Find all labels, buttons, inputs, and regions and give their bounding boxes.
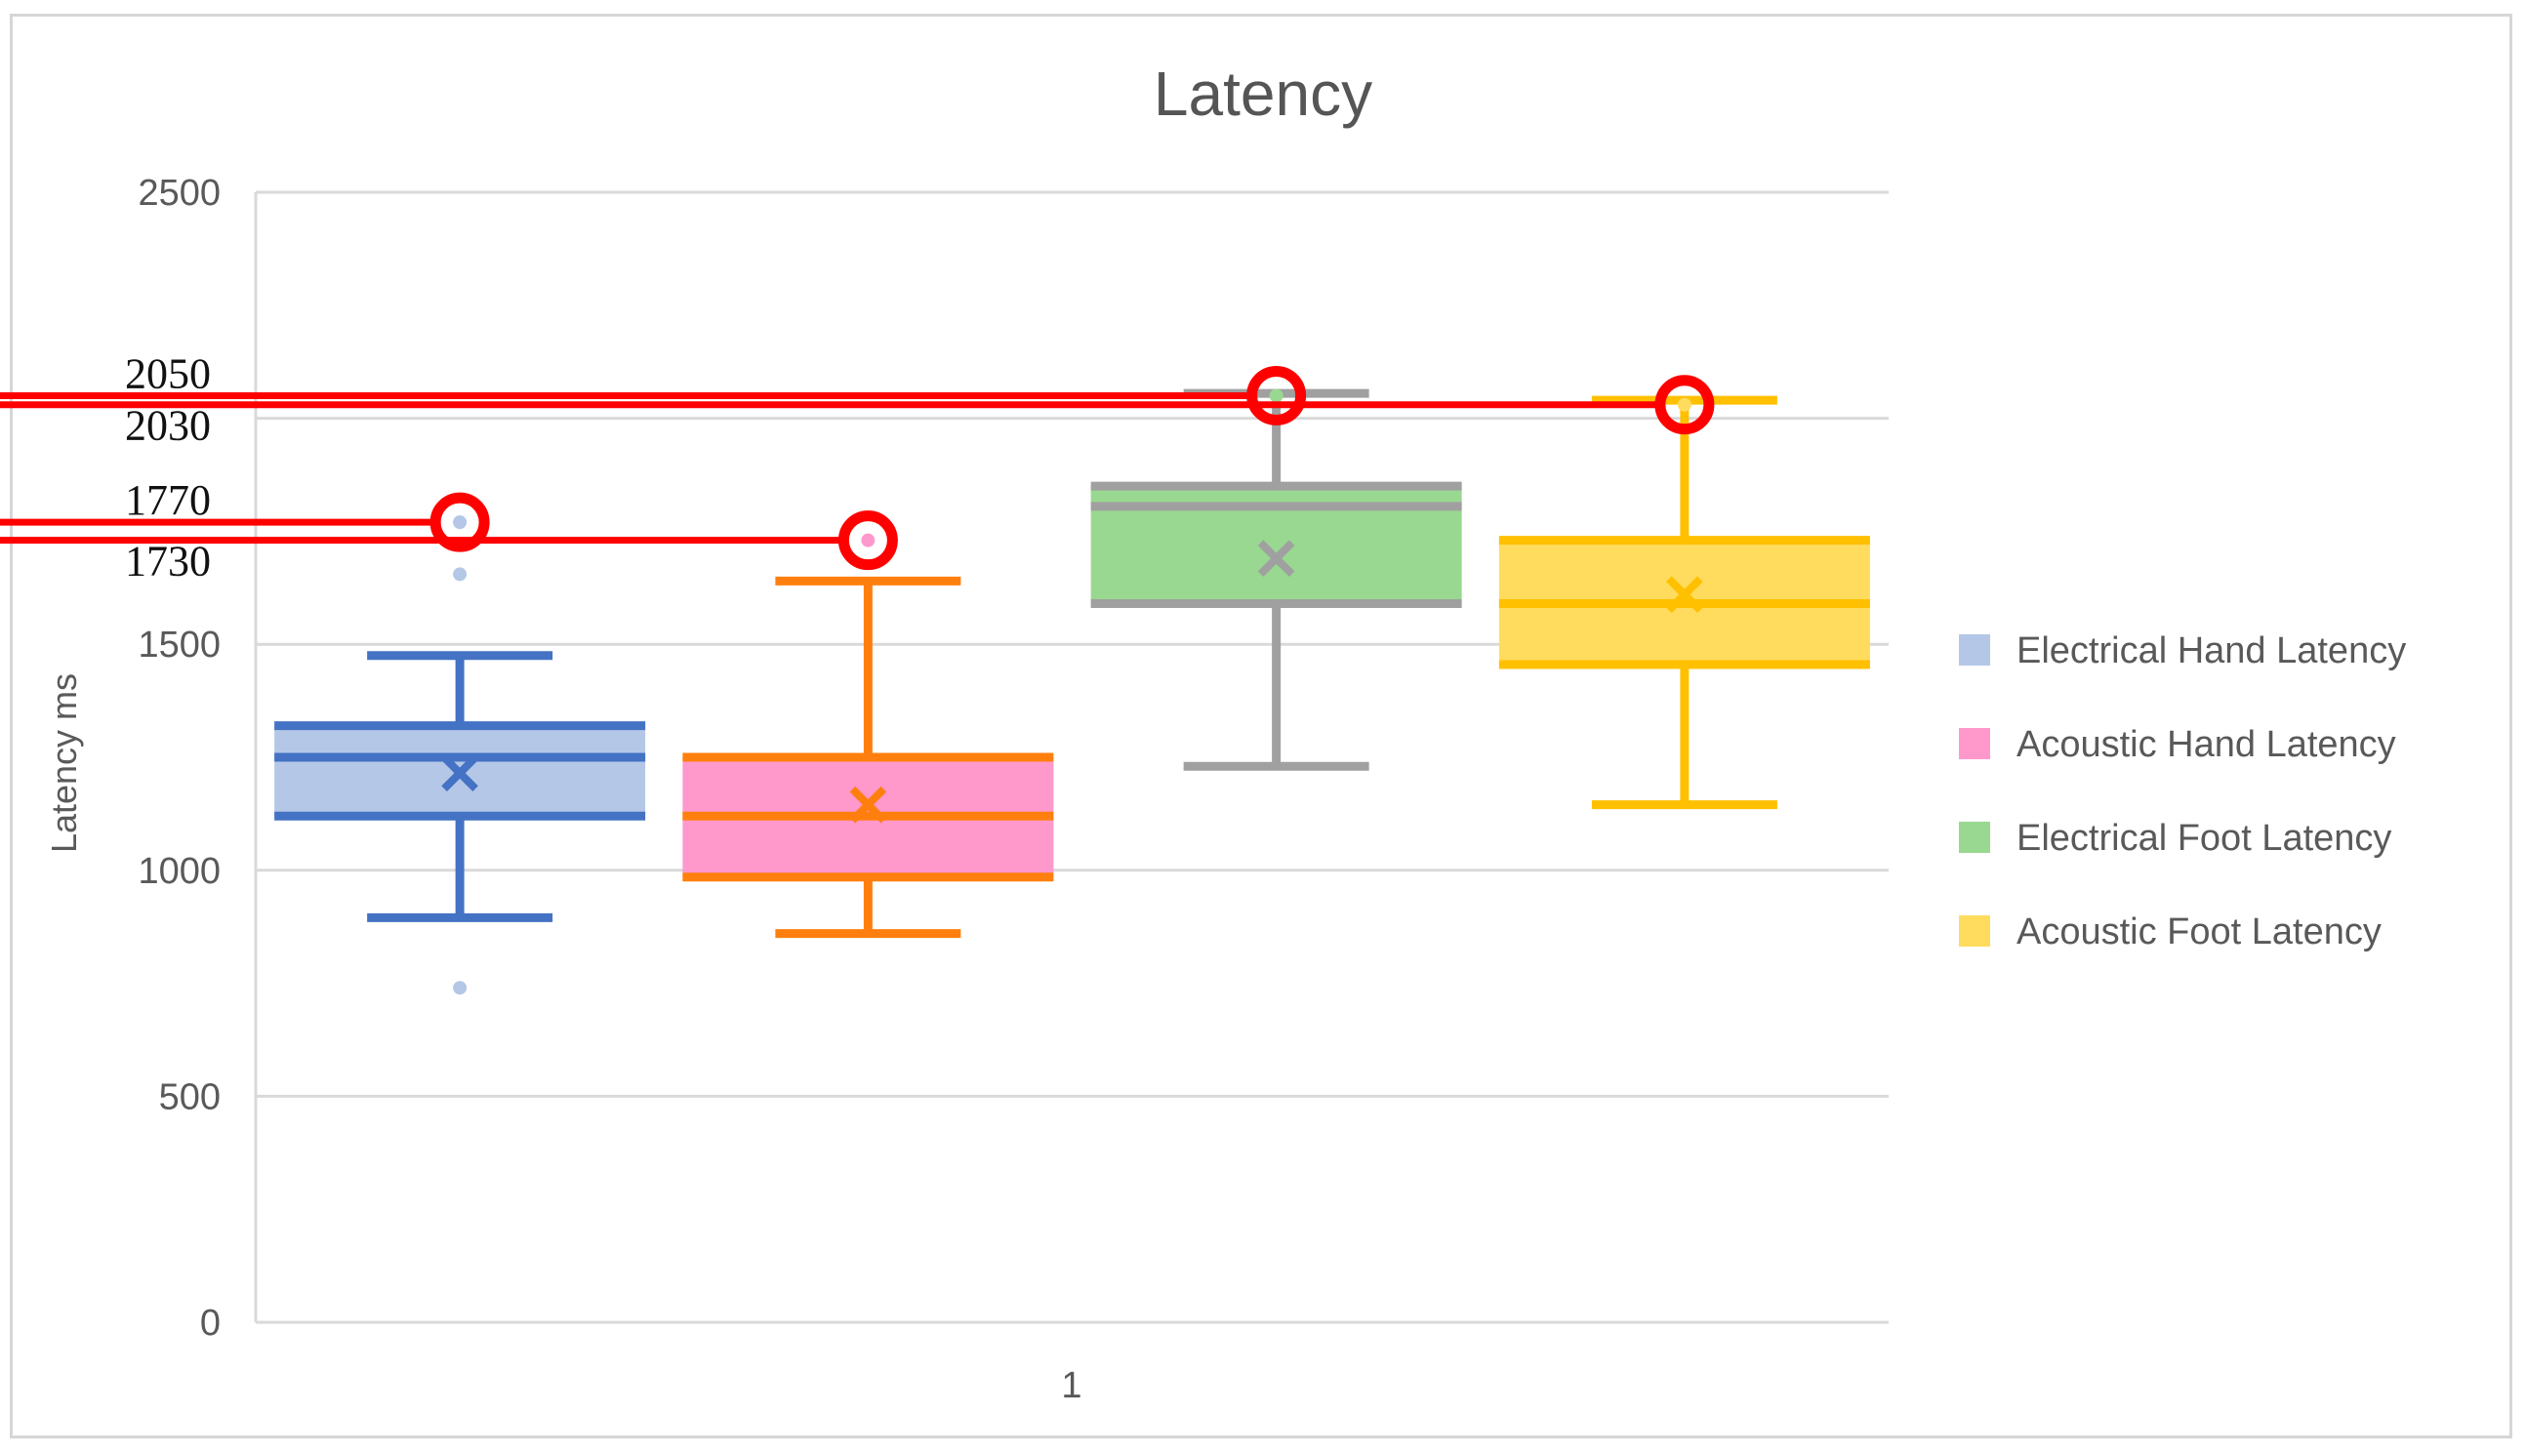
box-series [274,515,646,995]
y-axis-title: Latency ms [44,673,84,853]
outlier-point [1677,397,1691,412]
legend-swatch [1959,915,1990,947]
boxes [274,388,1870,995]
legend-label: Acoustic Foot Latency [2017,911,2382,952]
annotation-label: 1770 [125,476,211,524]
box-series [1498,395,1870,810]
annotation-label: 2050 [125,349,211,397]
legend-swatch [1959,634,1990,666]
y-tick-label: 500 [159,1076,221,1117]
legend-swatch [1959,728,1990,759]
mean-marker [441,754,478,792]
legend-label: Acoustic Hand Latency [2017,724,2396,765]
annotations: 2050 2030 1770 1730 [0,349,1715,586]
outlier-point [453,981,468,995]
y-axis-ticks: 0 500 1000 1500 2500 [138,173,221,1344]
y-tick-label: 1500 [138,625,221,666]
y-tick-label: 0 [200,1303,221,1344]
y-tick-label: 2500 [138,173,221,214]
annotation-label: 2030 [125,402,211,450]
outlier-point [861,533,876,547]
chart-title: Latency [1154,59,1372,129]
legend-label: Electrical Foot Latency [2017,818,2391,859]
annotation-ring [837,510,898,571]
x-tick-label: 1 [1061,1365,1081,1406]
mean-marker [1666,576,1703,614]
outlier-point [453,515,468,530]
mean-marker [1257,540,1295,578]
outlier-point [1269,388,1283,403]
annotation-label: 1730 [125,538,211,586]
box-series [682,533,1054,939]
mean-marker [849,786,887,824]
annotation-ring [1246,365,1307,425]
box-series [1090,388,1462,771]
legend-swatch [1959,822,1990,853]
y-tick-label: 1000 [138,851,221,892]
outlier-point [453,567,468,582]
legend-label: Electrical Hand Latency [2017,630,2406,671]
gridlines [254,190,1889,1324]
annotation-ring [1654,375,1715,435]
annotation-ring [429,492,490,552]
